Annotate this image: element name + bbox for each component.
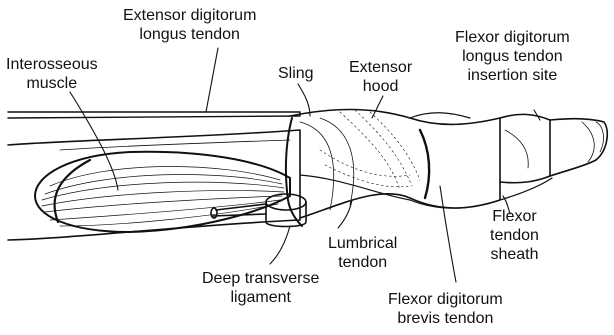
label-deep-transverse-ligament: Deep transverse ligament (202, 269, 319, 307)
lumbrical-tendon (300, 175, 410, 200)
label-extensor-longus-tendon: Extensor digitorum longus tendon (123, 6, 256, 44)
extensor-longus-tendon (8, 112, 300, 118)
label-sling: Sling (278, 64, 314, 83)
label-flexor-tendon-sheath: Flexor tendon sheath (490, 207, 539, 264)
proximal-phalanx (290, 110, 500, 219)
flexor-sheath-line (410, 178, 552, 208)
label-extensor-hood: Extensor hood (349, 58, 412, 96)
distal-phalanx (550, 119, 607, 176)
label-flexor-insertion-site: Flexor digitorum longus tendon insertion… (455, 28, 570, 85)
label-interosseous-muscle: Interosseous muscle (6, 55, 98, 93)
bone-shaft-line (60, 140, 290, 150)
label-lumbrical-tendon: Lumbrical tendon (328, 234, 397, 272)
label-flexor-brevis-tendon: Flexor digitorum brevis tendon (388, 290, 503, 328)
